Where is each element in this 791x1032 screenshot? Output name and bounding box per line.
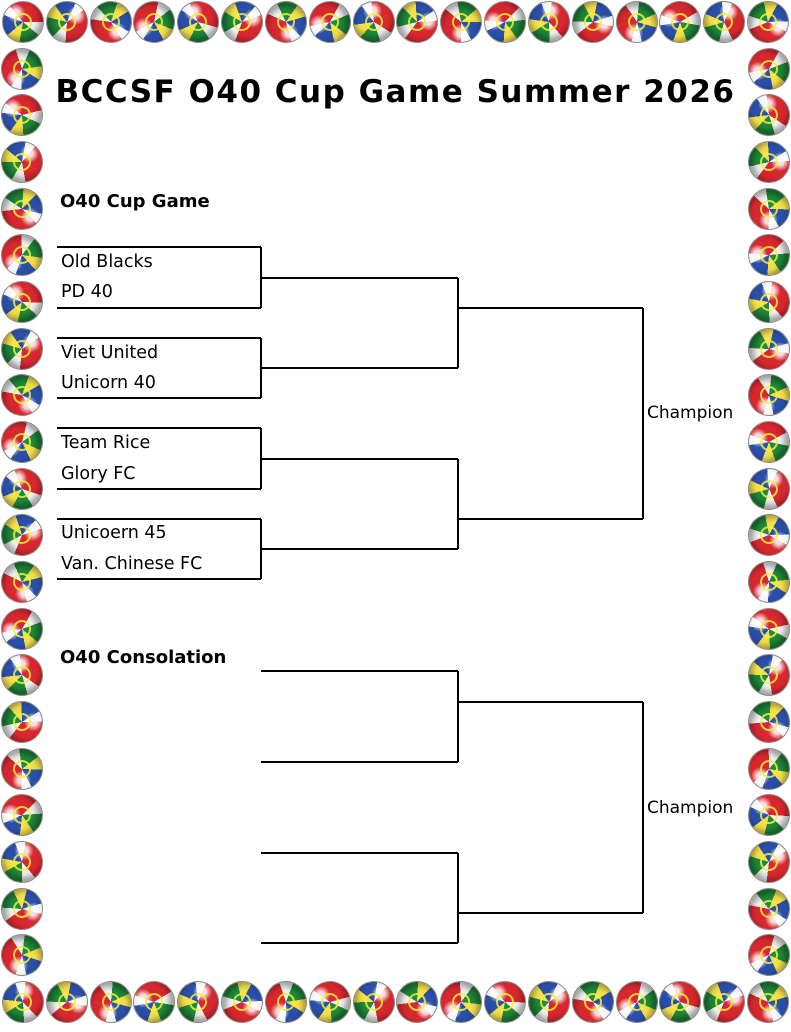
team-name: Unicorn 40 xyxy=(61,373,156,393)
team-name: Viet United xyxy=(61,343,159,363)
cup-champion-label: Champion xyxy=(647,403,734,423)
team-name: Old Blacks xyxy=(61,252,153,272)
soccer-ball-icon xyxy=(2,1,44,43)
team-name: Glory FC xyxy=(61,464,136,484)
consolation-section-heading: O40 Consolation xyxy=(60,647,227,668)
page-title: BCCSF O40 Cup Game Summer 2026 xyxy=(55,74,736,110)
team-name: Team Rice xyxy=(61,433,151,453)
team-name: PD 40 xyxy=(61,282,113,302)
team-name: Van. Chinese FC xyxy=(61,554,203,574)
team-name: Unicoern 45 xyxy=(61,523,167,543)
cup-section-heading: O40 Cup Game xyxy=(60,191,210,212)
consolation-champion-label: Champion xyxy=(647,798,734,818)
